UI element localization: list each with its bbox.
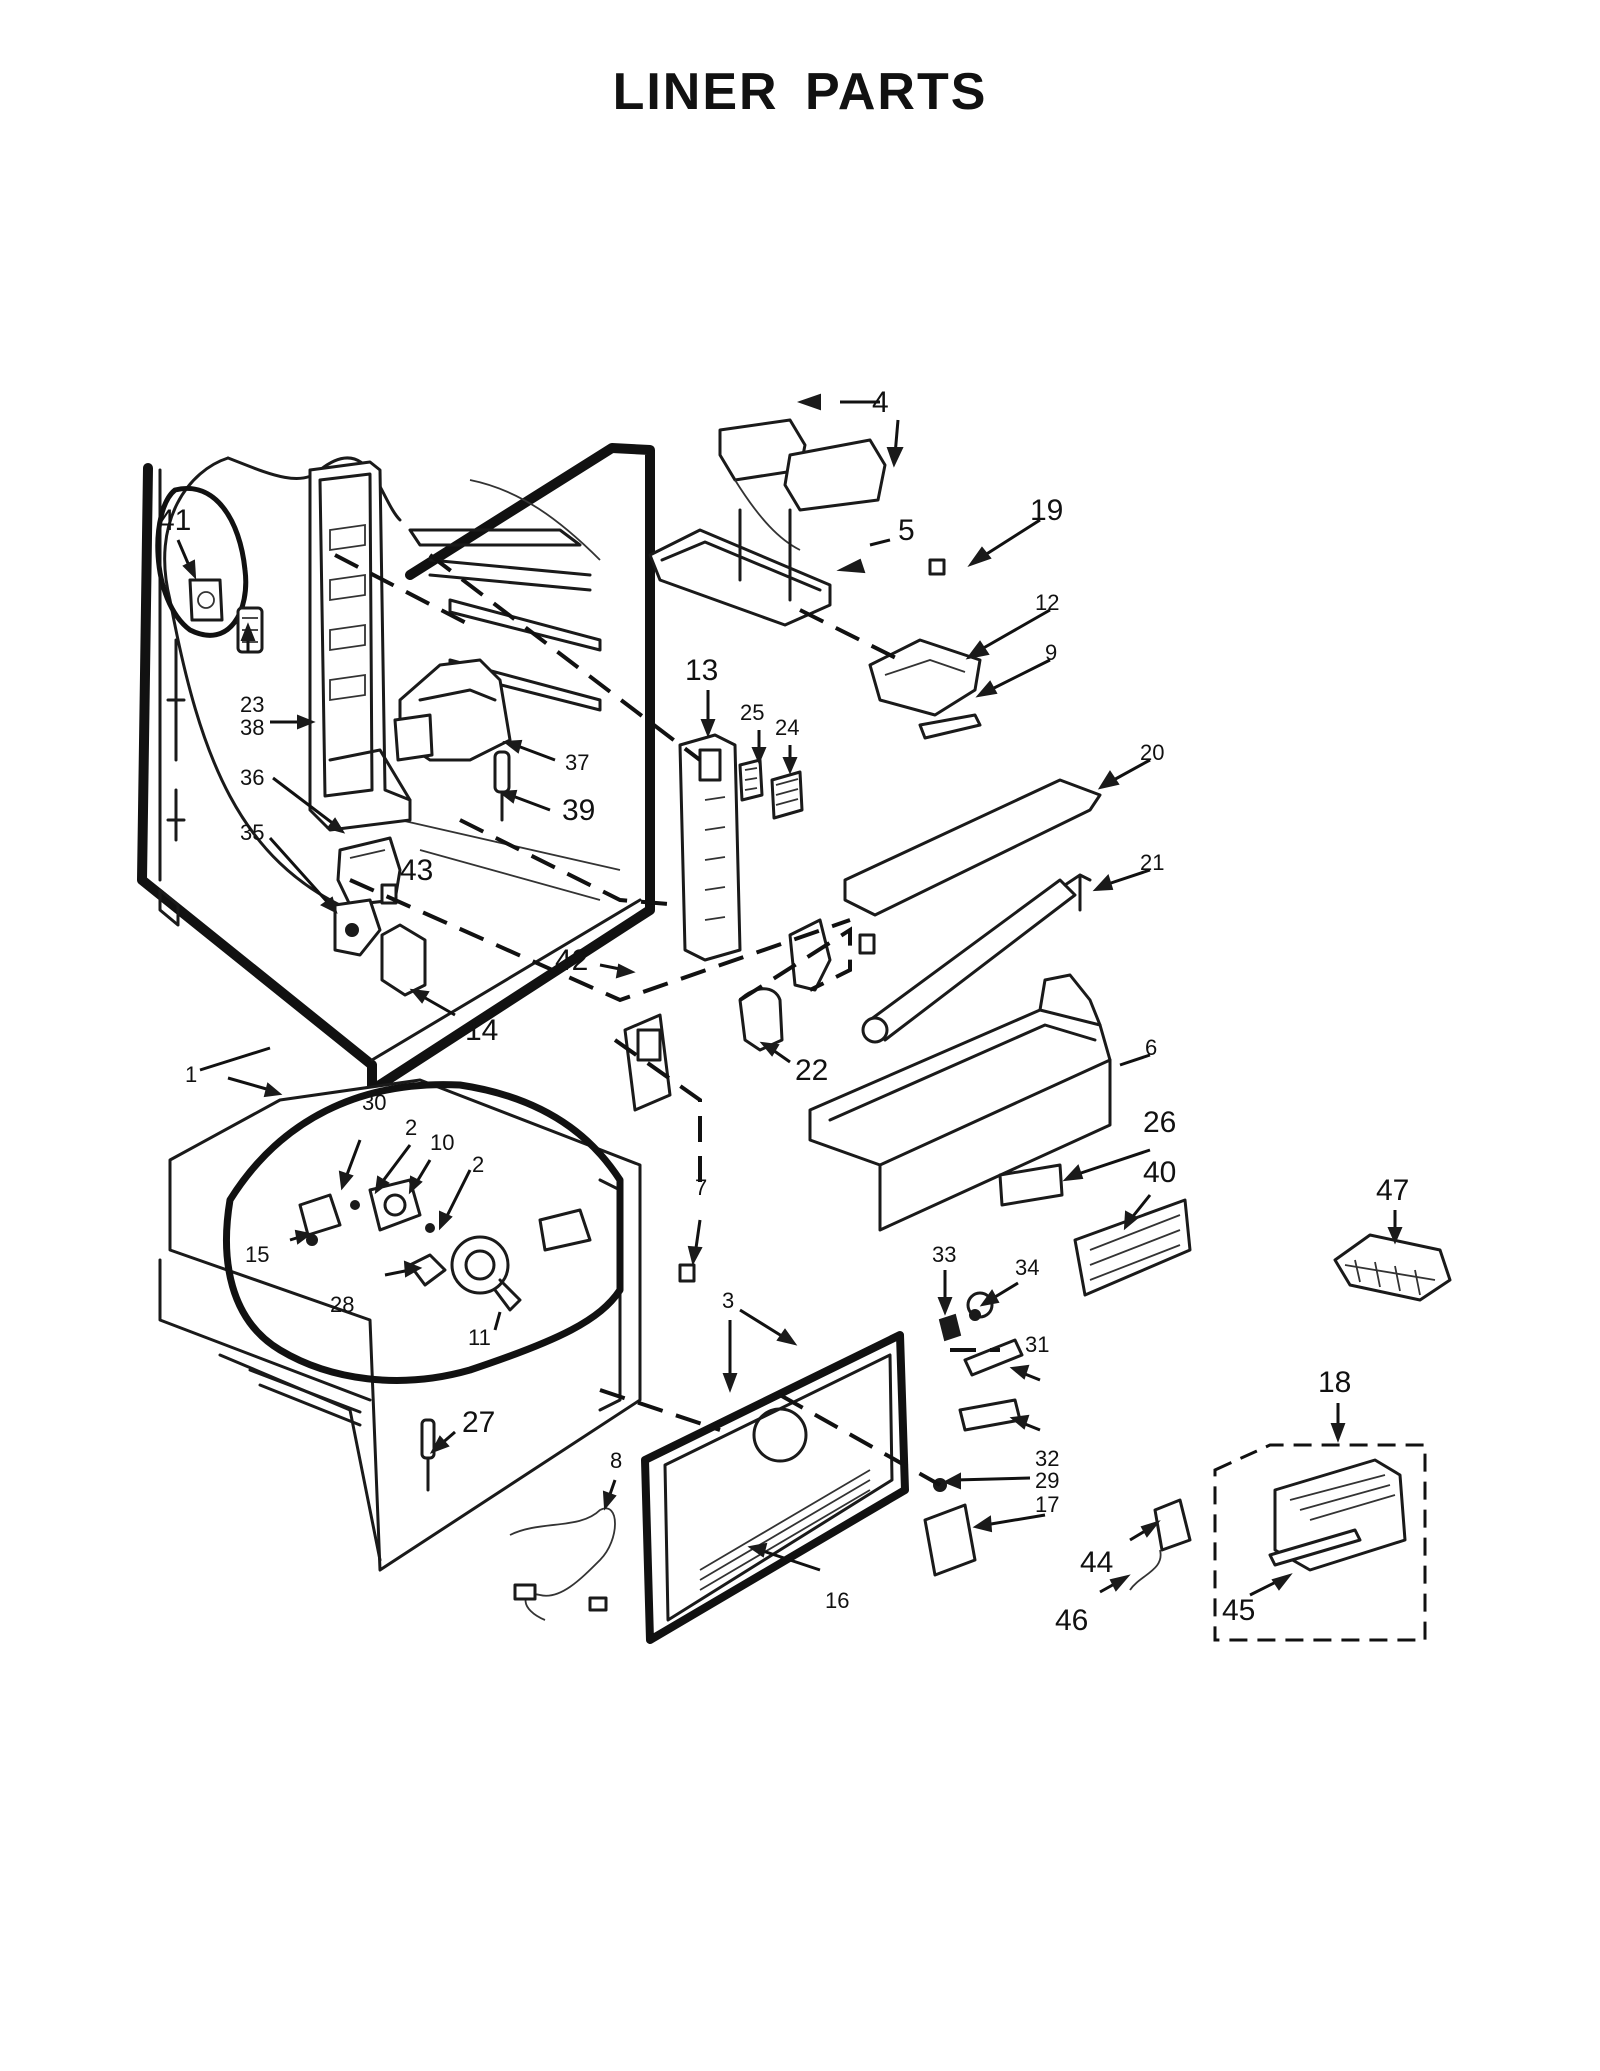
callout-labels: 4 5 19 12 9 13 25 24 20 21 6 26 40 47 18… — [158, 386, 1409, 1637]
part-24-grille — [770, 770, 804, 820]
callout-20: 20 — [1140, 740, 1164, 765]
callout-13: 13 — [685, 654, 718, 687]
callout-46: 46 — [1055, 1604, 1088, 1637]
callout-10: 10 — [430, 1130, 454, 1155]
assembly-lines — [334, 553, 1000, 1487]
callout-41: 41 — [158, 504, 191, 537]
callout-19: 19 — [1030, 494, 1063, 527]
callout-7: 7 — [695, 1175, 707, 1200]
callout-8: 8 — [610, 1448, 622, 1473]
part-8-wire-harness — [509, 1507, 616, 1621]
part-37-duct — [393, 658, 512, 762]
callout-5: 5 — [898, 514, 915, 547]
callout-32: 32 — [1035, 1446, 1059, 1471]
part-13-control-panel — [678, 733, 742, 962]
part-25-board — [738, 758, 764, 802]
part-26-filter-door — [998, 1163, 1064, 1207]
part-16-freezer-door-liner — [663, 1353, 894, 1622]
part-41-sensor — [155, 486, 249, 638]
callout-9: 9 — [1045, 640, 1057, 665]
part-21-water-filter — [861, 873, 1092, 1044]
callout-21: 21 — [1140, 850, 1164, 875]
part-44-cube — [1153, 1498, 1192, 1552]
part-7-clip — [678, 1263, 696, 1283]
callout-18: 18 — [1318, 1366, 1351, 1399]
callout-27: 27 — [462, 1406, 495, 1439]
callout-37: 37 — [565, 750, 589, 775]
callout-44: 44 — [1080, 1546, 1113, 1579]
callout-26: 26 — [1143, 1106, 1176, 1139]
callout-23: 23 — [240, 692, 264, 717]
part-18-ice-maker — [1213, 1443, 1427, 1642]
part-38-air-tower — [308, 460, 412, 832]
freezer-liner — [158, 1078, 642, 1572]
callout-42: 42 — [555, 944, 588, 977]
callout-6: 6 — [1145, 1035, 1157, 1060]
part-10-motor — [350, 1178, 435, 1233]
part-39-thermistor — [493, 750, 511, 822]
part-20-filter-cover — [843, 778, 1102, 917]
callout-14: 14 — [465, 1014, 498, 1047]
part-9-cover — [918, 713, 982, 740]
part-4-housing — [718, 418, 887, 551]
part-19-connector — [928, 558, 946, 576]
part-46-wire — [1129, 1549, 1162, 1591]
part-47-ice-bin — [1333, 1233, 1452, 1302]
callout-25: 25 — [740, 700, 764, 725]
callout-12: 12 — [1035, 590, 1059, 615]
part-14-bracket — [380, 923, 427, 997]
callout-45: 45 — [1222, 1594, 1255, 1627]
part-33-knob — [938, 1313, 962, 1342]
callout-38: 38 — [240, 715, 264, 740]
part-42-housing — [623, 1013, 672, 1112]
callout-22: 22 — [795, 1054, 828, 1087]
callout-39: 39 — [562, 794, 595, 827]
callout-35: 35 — [240, 820, 264, 845]
callout-34: 34 — [1015, 1255, 1039, 1280]
callout-leaders — [176, 393, 1403, 1597]
part-6-crisper-cover — [808, 973, 1112, 1232]
callout-29: 29 — [1035, 1468, 1059, 1493]
callout-4: 4 — [872, 386, 889, 419]
callout-47: 47 — [1376, 1174, 1409, 1207]
part-30-freezer-gasket — [223, 1081, 624, 1384]
callout-2b: 2 — [472, 1152, 484, 1177]
callout-30: 30 — [362, 1090, 386, 1115]
callout-28: 28 — [330, 1292, 354, 1317]
callout-17: 17 — [1035, 1492, 1059, 1517]
callout-11: 11 — [468, 1325, 491, 1350]
callout-31: 31 — [1025, 1332, 1049, 1357]
callout-15: 15 — [245, 1242, 269, 1267]
part-11-fan-blade — [450, 1235, 522, 1312]
part-32-paddle — [958, 1398, 1022, 1432]
part-31-lever — [963, 1338, 1024, 1377]
part-28-bracket — [408, 1253, 447, 1287]
callout-33: 33 — [932, 1242, 956, 1267]
part-3-door-gasket — [641, 1331, 909, 1644]
page-title: LINER PARTS — [612, 63, 988, 121]
callout-3: 3 — [722, 1288, 734, 1313]
part-27-thermistor — [420, 1418, 436, 1492]
callout-43: 43 — [400, 854, 433, 887]
callout-1: 1 — [185, 1062, 197, 1087]
callout-2a: 2 — [405, 1115, 417, 1140]
callout-36: 36 — [240, 765, 264, 790]
callout-16: 16 — [825, 1588, 849, 1613]
part-35-damper — [333, 898, 382, 957]
part-5-tray — [648, 508, 832, 627]
callout-40: 40 — [1143, 1156, 1176, 1189]
part-17-bin — [923, 1503, 977, 1577]
part-40-dispenser-panel — [1073, 1198, 1192, 1297]
callout-24: 24 — [775, 715, 799, 740]
part-15-screw — [298, 1193, 342, 1246]
part-12-diffuser — [868, 638, 982, 717]
